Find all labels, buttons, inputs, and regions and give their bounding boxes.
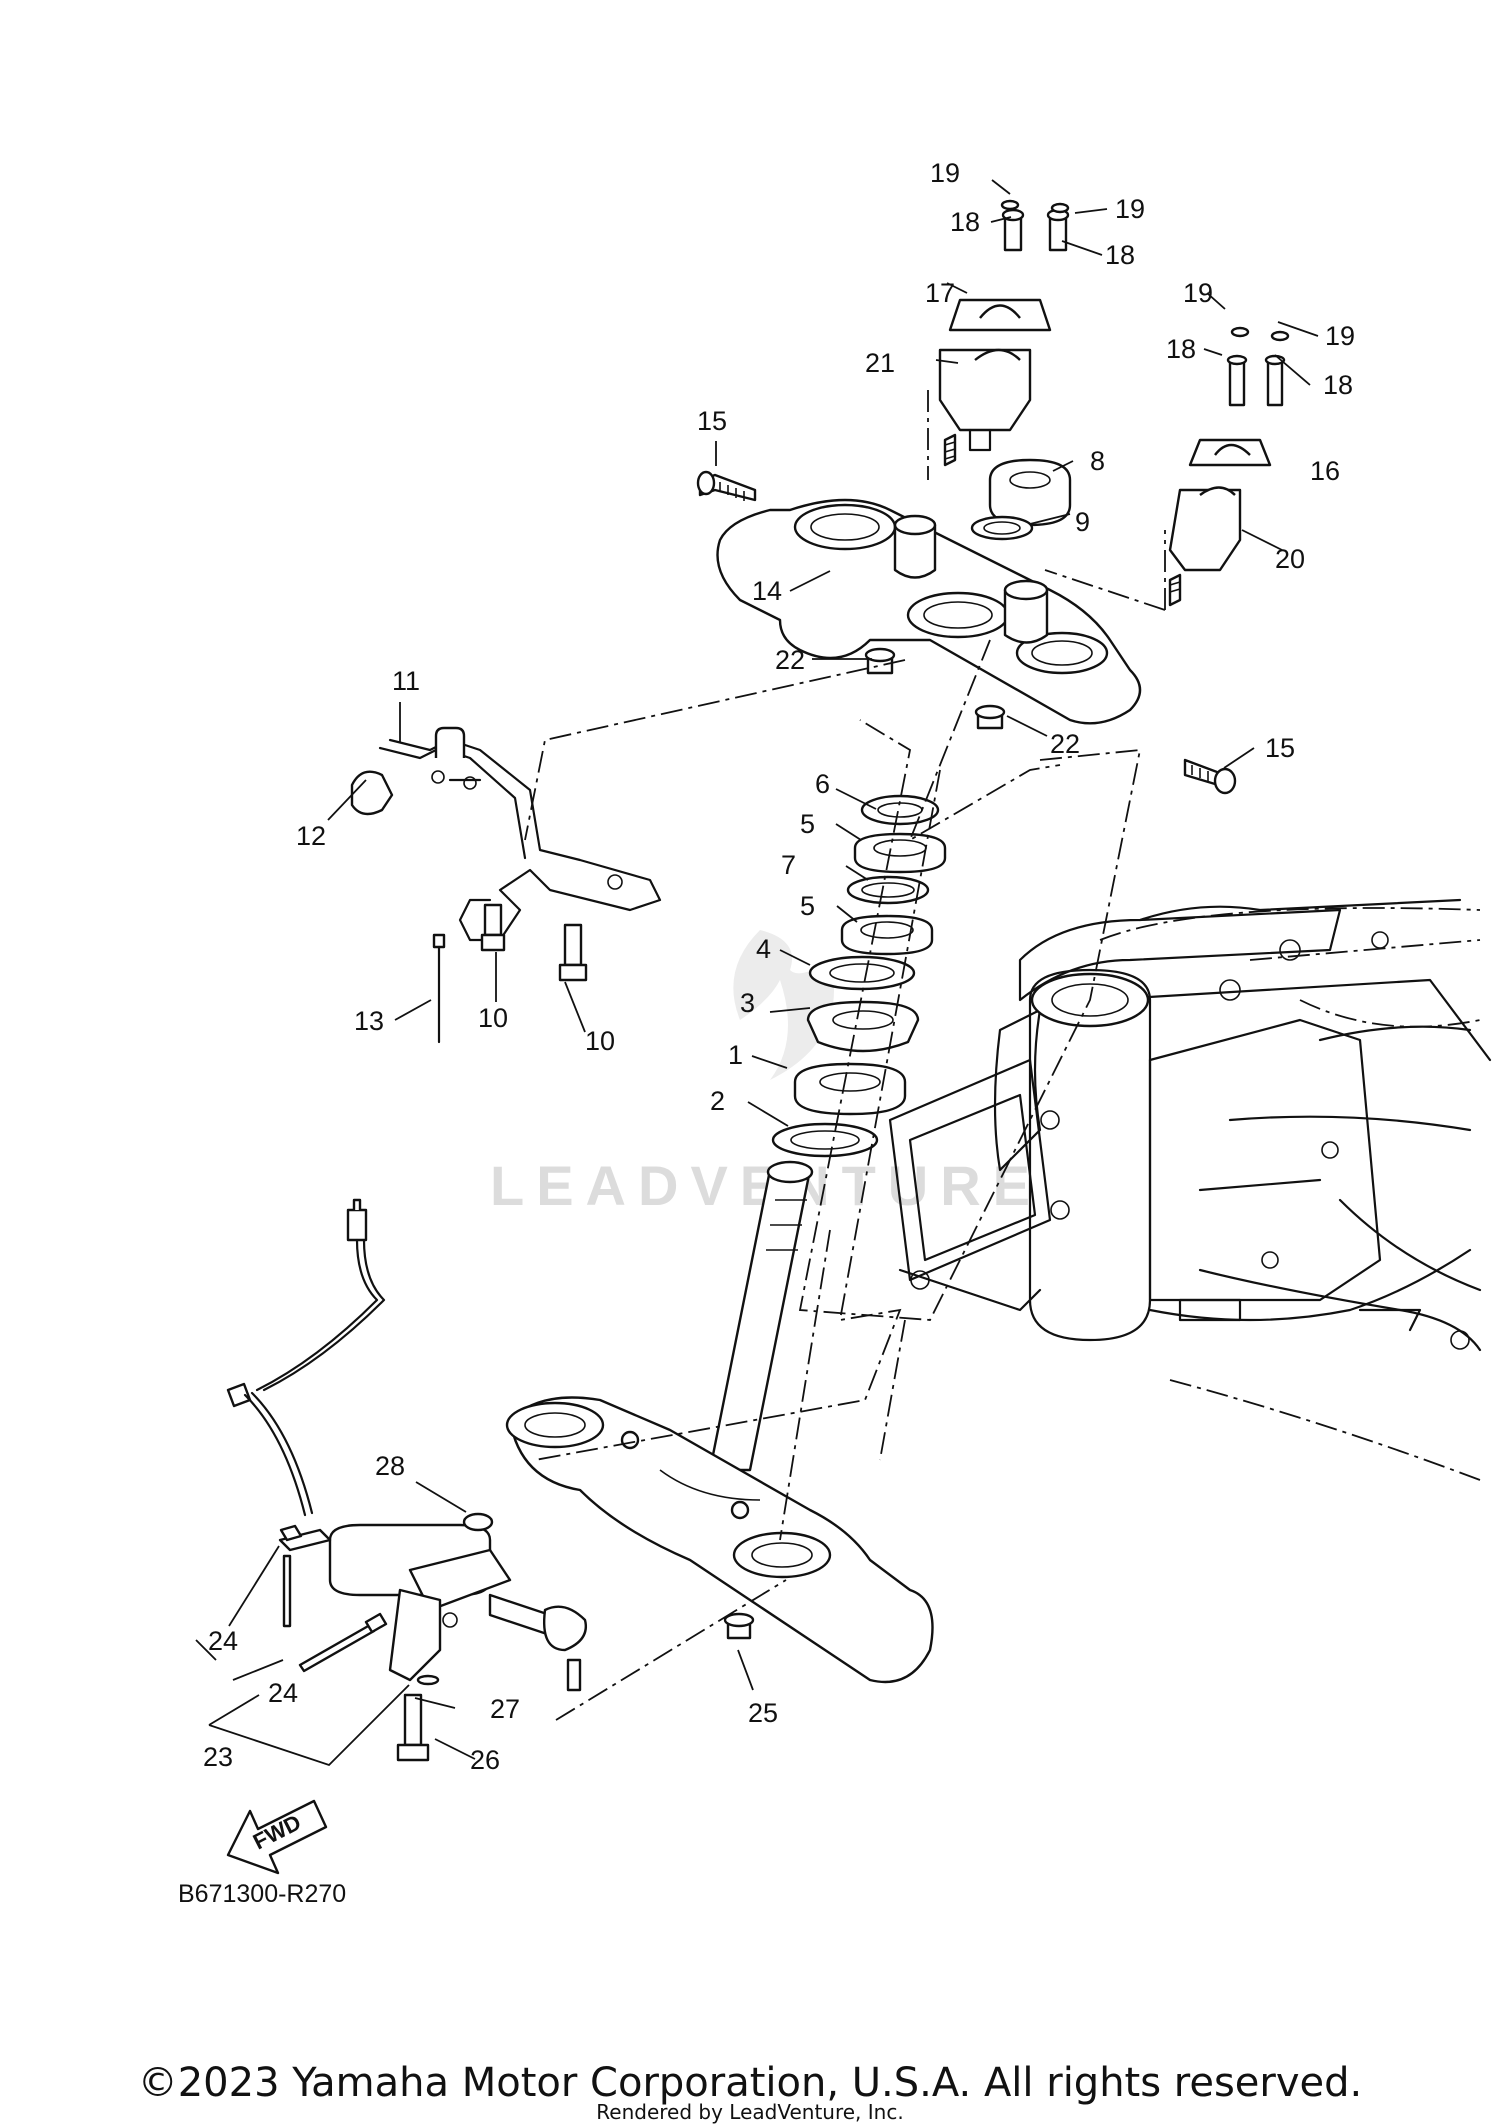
label-19c: 19 (1183, 278, 1213, 308)
label-1: 1 (728, 1040, 743, 1070)
wire-bracket (350, 726, 662, 1044)
label-24a: 24 (208, 1626, 238, 1656)
label-18a: 18 (950, 207, 980, 237)
stem-nut-and-washer (970, 458, 1072, 541)
callout-leaders (195, 179, 1319, 1767)
bearing-stack (771, 794, 947, 1158)
fwd-arrow: FWD (226, 1799, 328, 1875)
label-11: 11 (392, 666, 420, 696)
label-19b: 19 (1115, 194, 1145, 224)
rendered-by-credit: Rendered by LeadVenture, Inc. (596, 2100, 904, 2124)
watermark-text: LEADVENTURE (490, 1154, 1042, 1217)
upper-bracket (716, 498, 1142, 725)
label-6: 6 (815, 769, 830, 799)
pinch-bolts (696, 470, 1237, 795)
label-18d: 18 (1323, 370, 1353, 400)
label-25: 25 (748, 1698, 778, 1728)
label-19a: 19 (930, 158, 960, 188)
label-21: 21 (865, 348, 895, 378)
label-10a: 10 (478, 1003, 508, 1033)
label-5a: 5 (800, 809, 815, 839)
handlebar-holder-right (1168, 326, 1290, 607)
label-20: 20 (1275, 544, 1305, 574)
label-15b: 15 (1265, 733, 1295, 763)
flange-bolts (864, 647, 1006, 730)
steering-damper (226, 1198, 587, 1692)
assembly-lines (524, 390, 1166, 1721)
label-27: 27 (490, 1694, 520, 1724)
label-2: 2 (710, 1086, 725, 1116)
label-5b: 5 (800, 891, 815, 921)
watermark: LEADVENTURE (490, 930, 1042, 1217)
copyright-notice: ©2023 Yamaha Motor Corporation, U.S.A. A… (137, 2060, 1363, 2106)
label-12: 12 (296, 821, 326, 851)
under-bracket (505, 1396, 934, 1684)
label-28: 28 (375, 1451, 405, 1481)
label-14: 14 (752, 576, 782, 606)
label-15a: 15 (697, 406, 727, 436)
handlebar-holder-left (938, 199, 1070, 467)
label-24b: 24 (268, 1678, 298, 1708)
label-9: 9 (1075, 507, 1090, 537)
part-number-labels: 19 19 18 18 17 21 19 19 18 18 16 20 8 9 … (203, 158, 1355, 1775)
label-17: 17 (925, 278, 955, 308)
label-13: 13 (354, 1006, 384, 1036)
drawing-code: B671300-R270 (178, 1880, 346, 1908)
damper-bolts (396, 1512, 755, 1762)
label-23: 23 (203, 1742, 233, 1772)
label-19d: 19 (1325, 321, 1355, 351)
frame-head-pipe (888, 898, 1492, 1481)
label-22a: 22 (775, 645, 805, 675)
label-16: 16 (1310, 456, 1340, 486)
label-10b: 10 (585, 1026, 615, 1056)
label-22b: 22 (1050, 729, 1080, 759)
steering-stem (708, 1160, 814, 1472)
label-26: 26 (470, 1745, 500, 1775)
label-7: 7 (781, 850, 796, 880)
label-3: 3 (740, 988, 755, 1018)
label-8: 8 (1090, 446, 1105, 476)
label-4: 4 (756, 934, 771, 964)
label-18c: 18 (1166, 334, 1196, 364)
label-18b: 18 (1105, 240, 1135, 270)
